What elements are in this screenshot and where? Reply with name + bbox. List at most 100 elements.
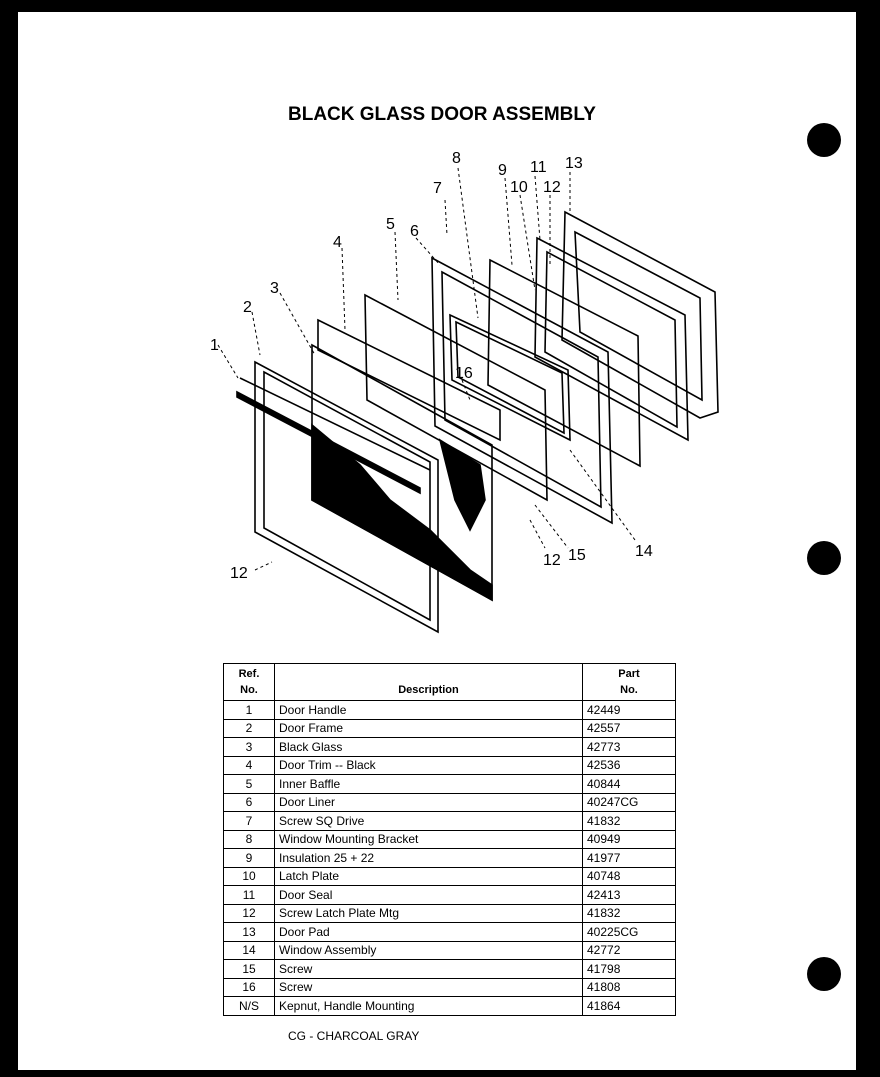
cell-ref-no: 11 (223, 885, 275, 905)
cell-ref-no: 14 (223, 940, 275, 960)
cell-part-no: 42772 (582, 940, 676, 960)
exploded-door-diagram: 1 2 3 4 5 6 7 8 9 10 11 12 13 16 12 15 1… (210, 150, 719, 634)
cell-description: Door Trim -- Black (274, 755, 583, 775)
cell-part-no: 41798 (582, 959, 676, 979)
binder-hole-middle (807, 541, 841, 575)
cell-part-no: 42536 (582, 755, 676, 775)
cell-ref-no: 10 (223, 866, 275, 886)
cell-ref-no: 4 (223, 755, 275, 775)
cell-part-no: 41832 (582, 903, 676, 923)
cell-description: Inner Baffle (274, 774, 583, 794)
cell-description: Kepnut, Handle Mounting (274, 996, 583, 1016)
callout-15: 15 (568, 547, 586, 564)
cell-ref-no: 1 (223, 700, 275, 720)
cell-description: Door Handle (274, 700, 583, 720)
cell-ref-no: 7 (223, 811, 275, 831)
cell-ref-no: 6 (223, 792, 275, 812)
cell-part-no: 42773 (582, 737, 676, 757)
cell-description: Window Assembly (274, 940, 583, 960)
cell-description: Screw Latch Plate Mtg (274, 903, 583, 923)
cell-ref-no: 3 (223, 737, 275, 757)
part-door-trim (317, 318, 501, 442)
header-part-no: Part No. (582, 663, 676, 701)
callout-12-top: 12 (543, 179, 561, 196)
callout-7: 7 (433, 180, 442, 197)
callout-1: 1 (210, 337, 219, 354)
cell-part-no: 42413 (582, 885, 676, 905)
callout-2: 2 (243, 299, 252, 316)
part-door-frame (239, 360, 439, 634)
footnote: CG - CHARCOAL GRAY (288, 1029, 420, 1043)
cell-description: Latch Plate (274, 866, 583, 886)
header-ref-no: Ref. No. (223, 663, 275, 701)
cell-ref-no: 12 (223, 903, 275, 923)
cell-part-no: 40247CG (582, 792, 676, 812)
cell-description: Screw SQ Drive (274, 811, 583, 831)
part-door-liner (431, 256, 613, 525)
cell-ref-no: N/S (223, 996, 275, 1016)
cell-part-no: 41977 (582, 848, 676, 868)
part-door-seal (534, 236, 689, 442)
part-door-handle (236, 390, 421, 495)
cell-description: Window Mounting Bracket (274, 829, 583, 849)
cell-ref-no: 2 (223, 718, 275, 738)
cell-description: Screw (274, 959, 583, 979)
part-inner-baffle (364, 293, 548, 502)
cell-description: Black Glass (274, 737, 583, 757)
part-window-assembly (449, 313, 571, 442)
header-description: Description (274, 663, 583, 701)
callout-3: 3 (270, 280, 279, 297)
callout-13: 13 (565, 155, 583, 172)
cell-description: Door Liner (274, 792, 583, 812)
part-insulation (487, 258, 641, 468)
callout-12-mid: 12 (543, 552, 561, 569)
cell-description: Door Pad (274, 922, 583, 942)
cell-part-no: 41832 (582, 811, 676, 831)
cell-ref-no: 16 (223, 977, 275, 997)
cell-part-no: 41864 (582, 996, 676, 1016)
callout-5: 5 (386, 216, 395, 233)
cell-part-no: 42449 (582, 700, 676, 720)
part-door-pad (561, 210, 719, 419)
cell-part-no: 40748 (582, 866, 676, 886)
part-black-glass (311, 343, 493, 602)
callout-12-bottom: 12 (230, 565, 248, 582)
cell-part-no: 40949 (582, 829, 676, 849)
callout-9: 9 (498, 162, 507, 179)
cell-ref-no: 15 (223, 959, 275, 979)
callout-16: 16 (455, 365, 473, 382)
binder-hole-bottom (807, 957, 841, 991)
cell-ref-no: 8 (223, 829, 275, 849)
cell-part-no: 41808 (582, 977, 676, 997)
diagram-title: BLACK GLASS DOOR ASSEMBLY (288, 104, 596, 125)
callout-11: 11 (530, 159, 547, 176)
callout-10: 10 (510, 179, 528, 196)
cell-part-no: 40225CG (582, 922, 676, 942)
cell-description: Door Seal (274, 885, 583, 905)
cell-description: Door Frame (274, 718, 583, 738)
cell-part-no: 42557 (582, 718, 676, 738)
callout-6: 6 (410, 223, 419, 240)
callout-4: 4 (333, 234, 342, 251)
callout-14: 14 (635, 543, 653, 560)
cell-description: Screw (274, 977, 583, 997)
cell-ref-no: 9 (223, 848, 275, 868)
cell-ref-no: 13 (223, 922, 275, 942)
binder-hole-top (807, 123, 841, 157)
